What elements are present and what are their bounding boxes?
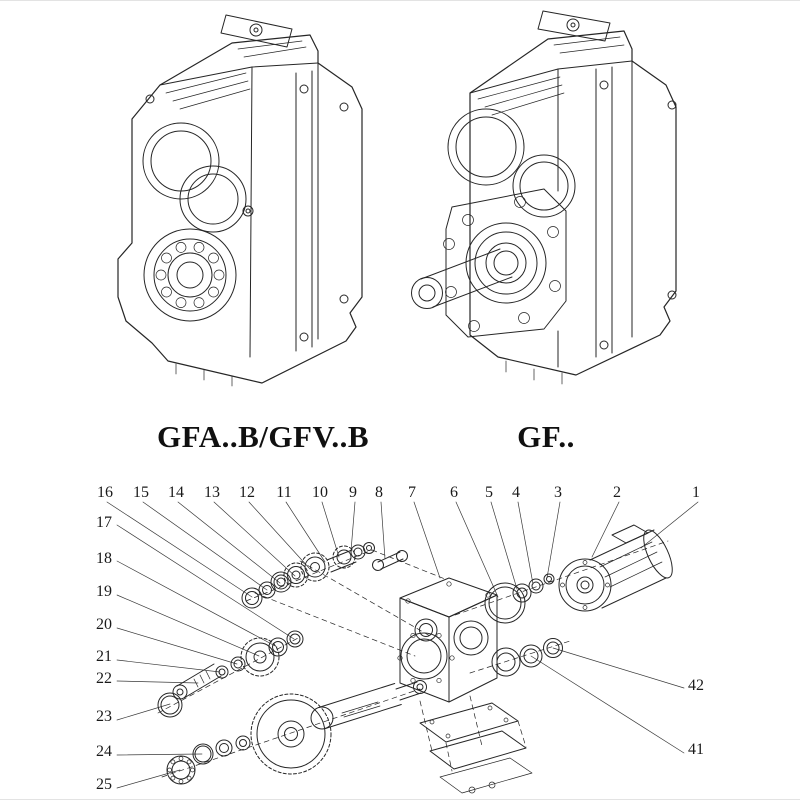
- bottom-covers: [419, 702, 533, 794]
- callout-1: 1: [692, 484, 700, 501]
- gear-housing: [397, 577, 498, 703]
- callout-16: 16: [97, 484, 113, 501]
- callout-19: 19: [96, 583, 112, 600]
- callout-3: 3: [554, 484, 562, 501]
- callout-7: 7: [408, 484, 416, 501]
- output-shaft-assembly: [166, 680, 427, 785]
- callout-20: 20: [96, 616, 112, 633]
- callout-9: 9: [349, 484, 357, 501]
- callout-15: 15: [133, 484, 149, 501]
- callout-8: 8: [375, 484, 383, 501]
- callout-24: 24: [96, 743, 112, 760]
- callout-18: 18: [96, 550, 112, 567]
- exploded-view: [106, 501, 699, 794]
- callout-2: 2: [613, 484, 621, 501]
- leader-lines: [106, 501, 699, 789]
- motor-side-rings: [484, 573, 555, 624]
- callout-42: 42: [688, 677, 704, 694]
- callout-41: 41: [688, 741, 704, 758]
- callout-22: 22: [96, 670, 112, 687]
- callout-13: 13: [204, 484, 220, 501]
- callout-25: 25: [96, 776, 112, 793]
- callout-5: 5: [485, 484, 493, 501]
- motor: [558, 524, 673, 612]
- callout-10: 10: [312, 484, 328, 501]
- gearbox-drawing-gfab: [117, 14, 363, 387]
- callout-23: 23: [96, 708, 112, 725]
- model-label-gfab: GFA..B/GFV..B: [156, 419, 370, 454]
- gearbox-drawing-gf: [411, 10, 677, 385]
- callout-21: 21: [96, 648, 112, 665]
- callout-14: 14: [168, 484, 184, 501]
- output-side-rings: [491, 638, 563, 677]
- callout-12: 12: [239, 484, 255, 501]
- callout-17: 17: [96, 514, 112, 531]
- model-label-gf: GF..: [517, 419, 575, 454]
- intermediate-gear-assembly: [157, 630, 304, 718]
- callout-4: 4: [512, 484, 520, 501]
- input-shaft-assembly: [241, 542, 408, 609]
- axis-lines: [157, 540, 669, 778]
- callout-11: 11: [276, 484, 292, 501]
- callout-6: 6: [450, 484, 458, 501]
